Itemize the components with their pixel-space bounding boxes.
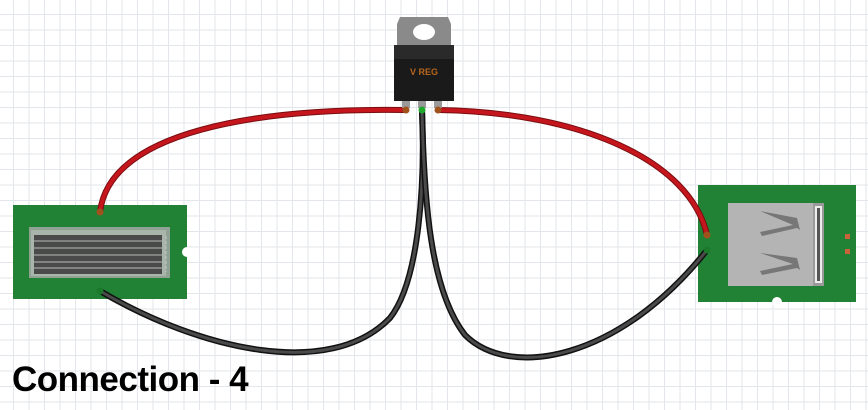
solar-panel[interactable] (13, 205, 192, 299)
red-wires (97, 106, 710, 238)
usb-port[interactable] (698, 185, 856, 307)
black-wires (97, 107, 710, 361)
voltage-regulator[interactable]: V REG (394, 17, 454, 108)
connection-points (96, 106, 711, 295)
diagram-caption: Connection - 4 (12, 360, 249, 399)
regulator-label: V REG (410, 67, 438, 77)
